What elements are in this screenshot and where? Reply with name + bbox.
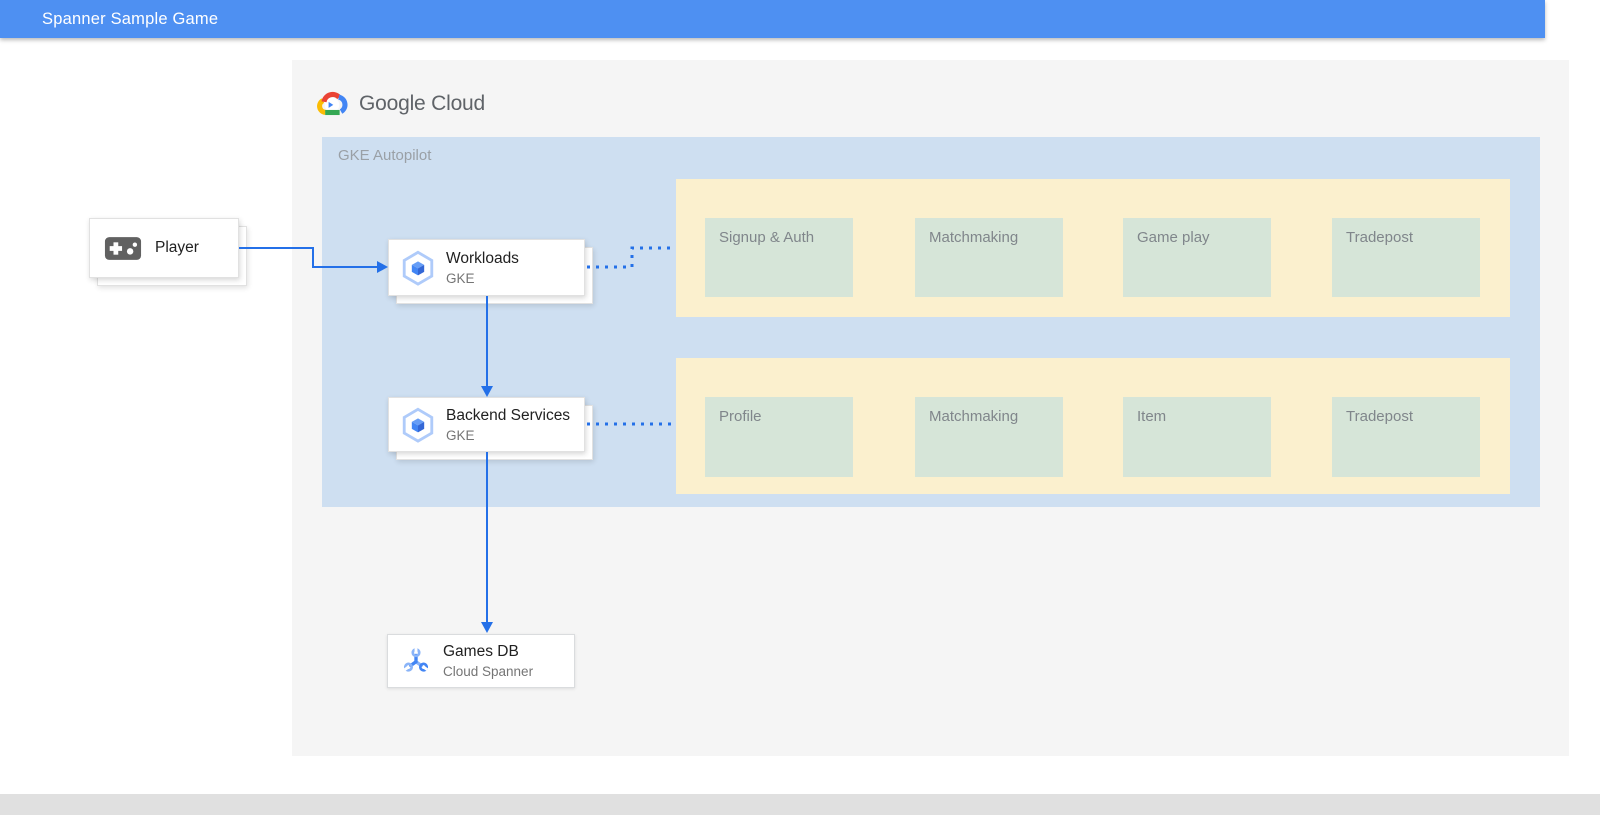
service-label: Signup & Auth bbox=[719, 229, 815, 246]
google-cloud-brand: Google Cloud bbox=[315, 90, 485, 118]
page-title: Spanner Sample Game bbox=[42, 9, 219, 28]
app-header: Spanner Sample Game bbox=[0, 0, 1545, 38]
service-box-matchmaking: Matchmaking bbox=[915, 397, 1063, 477]
service-box-matchmaking: Matchmaking bbox=[915, 218, 1063, 297]
player-node-card: Player bbox=[89, 218, 239, 278]
service-box-profile: Profile bbox=[705, 397, 853, 477]
gke-hexagon-icon bbox=[399, 249, 437, 287]
gke-autopilot-label: GKE Autopilot bbox=[338, 147, 432, 164]
service-box-item: Item bbox=[1123, 397, 1271, 477]
workloads-node-card: Workloads GKE bbox=[388, 239, 585, 296]
footer-bar bbox=[0, 794, 1600, 815]
gke-autopilot-container: GKE Autopilot Signup & Auth Matchmaking … bbox=[322, 137, 1540, 507]
backend-services-node-subtitle: GKE bbox=[446, 427, 475, 443]
service-label: Item bbox=[1137, 408, 1167, 425]
service-label: Profile bbox=[719, 408, 762, 425]
player-node-title: Player bbox=[155, 239, 199, 256]
games-db-node-title: Games DB bbox=[443, 643, 519, 660]
games-db-node-card: Games DB Cloud Spanner bbox=[387, 634, 575, 688]
gamepad-icon bbox=[104, 236, 142, 261]
backend-services-node-title: Backend Services bbox=[446, 406, 571, 424]
service-group-backend: Profile Matchmaking Item Tradepost bbox=[676, 358, 1510, 494]
service-box-tradepost: Tradepost bbox=[1332, 218, 1480, 297]
service-label: Tradepost bbox=[1346, 408, 1413, 425]
games-db-node-subtitle: Cloud Spanner bbox=[443, 664, 534, 679]
cloud-spanner-icon bbox=[400, 645, 432, 677]
backend-services-node-card: Backend Services GKE bbox=[388, 397, 585, 452]
service-label: Matchmaking bbox=[929, 408, 1019, 425]
diagram-panel: Google Cloud GKE Autopilot Signup & Auth… bbox=[292, 60, 1569, 756]
service-group-workloads: Signup & Auth Matchmaking Game play Trad… bbox=[676, 179, 1510, 317]
brand-wordmark: Google Cloud bbox=[359, 92, 486, 115]
service-box-signup-auth: Signup & Auth bbox=[705, 218, 853, 297]
workloads-node-title: Workloads bbox=[446, 249, 519, 267]
service-box-tradepost: Tradepost bbox=[1332, 397, 1480, 477]
service-label: Tradepost bbox=[1346, 229, 1413, 246]
service-box-game-play: Game play bbox=[1123, 218, 1271, 297]
service-label: Matchmaking bbox=[929, 229, 1019, 246]
google-cloud-icon bbox=[317, 91, 348, 116]
gke-hexagon-icon bbox=[399, 406, 437, 444]
service-label: Game play bbox=[1137, 229, 1210, 246]
workloads-node-subtitle: GKE bbox=[446, 270, 475, 286]
